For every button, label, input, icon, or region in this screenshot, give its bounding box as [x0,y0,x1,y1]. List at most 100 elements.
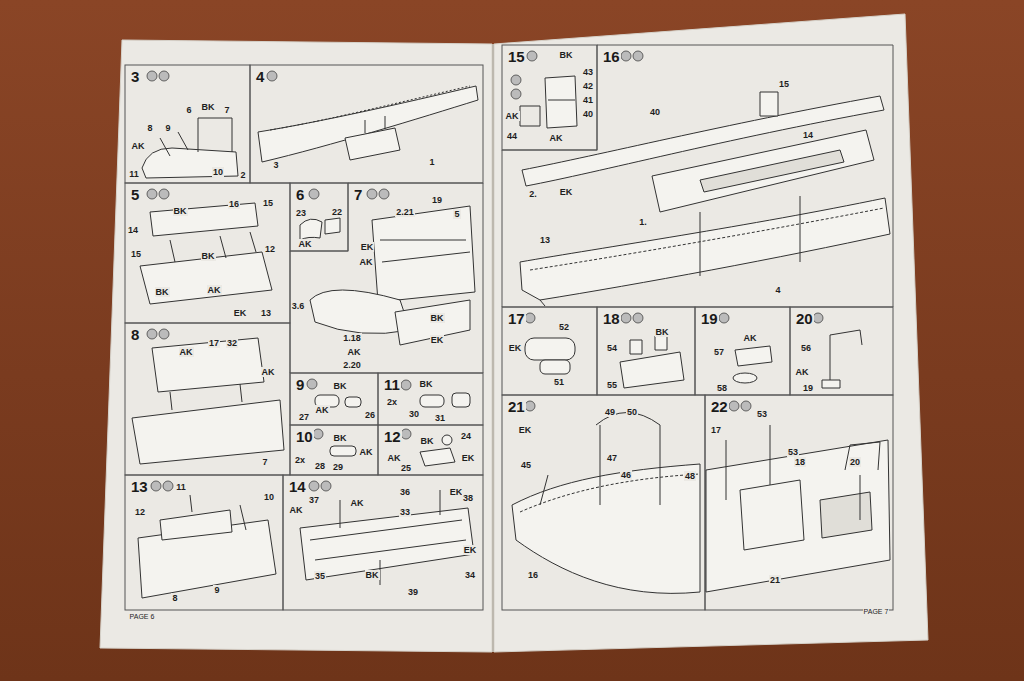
callout-number: AK [359,447,374,457]
step-number: 18 [602,311,621,327]
step-number: 4 [255,69,265,85]
callout-number: 2.21 [395,207,415,217]
callout-number: 2x [294,455,306,465]
callout-number: 13 [539,235,551,245]
callout-number: AK [289,505,304,515]
callout-number: 43 [582,67,594,77]
callout-number: 40 [582,109,594,119]
callout-number: AK [350,498,365,508]
callout-number: 49 [604,407,616,417]
callout-number: 56 [800,343,812,353]
callout-number: 11 [175,482,187,492]
callout-number: 17 [710,425,722,435]
callout-number: 51 [553,377,565,387]
callout-number: EK [461,453,476,463]
callout-number: EK [559,187,574,197]
callout-number: 3 [272,160,279,170]
callout-number: 53 [787,447,799,457]
callout-number: PAGE 6 [129,613,156,621]
callout-number: 1.18 [342,333,362,343]
callout-number: 3.6 [291,301,306,311]
callout-number: 14 [127,225,139,235]
callout-number: 14 [802,130,814,140]
callout-number: 48 [684,471,696,481]
callout-number: 33 [399,507,411,517]
page-gutter [492,44,494,652]
callout-number: 6 [185,105,192,115]
step-number: 15 [507,49,526,65]
callout-number: EK [360,242,375,252]
callout-number: EK [518,425,533,435]
callout-number: 32 [226,338,238,348]
callout-number: BK [559,50,574,60]
callout-number: AK [743,333,758,343]
callout-number: 8 [146,123,153,133]
callout-number: 22 [331,207,343,217]
step-panel: 3 [125,65,250,183]
callout-number: 9 [213,585,220,595]
callout-number: 30 [408,409,420,419]
callout-number: 37 [308,495,320,505]
callout-number: BK [201,102,216,112]
callout-number: PAGE 7 [863,608,890,616]
callout-number: BK [333,433,348,443]
step-number: 19 [700,311,719,327]
callout-number: 46 [620,470,632,480]
callout-number: 47 [606,453,618,463]
callout-number: 2x [386,397,398,407]
step-panel: 19 [695,307,790,395]
callout-number: 11 [128,169,140,179]
callout-number: AK [207,285,222,295]
step-panel: 4 [250,65,483,183]
callout-number: 25 [400,463,412,473]
callout-number: 23 [295,208,307,218]
callout-number: 27 [298,412,310,422]
callout-number: 2.20 [342,360,362,370]
callout-number: 2. [528,189,538,199]
callout-number: 38 [462,493,474,503]
callout-number: 9 [164,123,171,133]
callout-number: BK [420,436,435,446]
step-number: 5 [130,187,140,203]
callout-number: BK [430,313,445,323]
callout-number: AK [261,367,276,377]
assembly-drawings [132,76,890,598]
callout-number: EK [430,335,445,345]
callout-number: 15 [262,198,274,208]
callout-number: 19 [431,195,443,205]
callout-number: 4 [774,285,781,295]
callout-number: 34 [464,570,476,580]
callout-number: 15 [130,249,142,259]
step-number: 11 [383,377,401,393]
step-number: 10 [295,429,314,445]
callout-number: 24 [460,431,472,441]
step-panel: 16 [597,45,893,307]
step-number: 17 [507,311,526,327]
step-panel: 22 [705,395,893,610]
callout-number: AK [359,257,374,267]
callout-number: BK [655,327,670,337]
callout-number: BK [365,570,380,580]
callout-number: 57 [713,347,725,357]
callout-number: 7 [261,457,268,467]
callout-number: 28 [314,461,326,471]
callout-number: AK [795,367,810,377]
callout-number: 50 [626,407,638,417]
callout-number: 16 [527,570,539,580]
callout-number: 54 [606,343,618,353]
callout-number: 20 [849,457,861,467]
step-number: 6 [295,187,305,203]
callout-number: AK [505,111,520,121]
step-number: 20 [795,311,814,327]
panel-grid [125,45,893,610]
callout-number: EK [463,545,478,555]
callout-number: 2 [239,170,246,180]
callout-number: 36 [399,487,411,497]
callout-number: 7 [223,105,230,115]
callout-number: 1. [638,217,648,227]
callout-number: 45 [520,460,532,470]
callout-number: BK [419,379,434,389]
step-panel: 13 [125,475,283,610]
callout-number: 21 [769,575,781,585]
